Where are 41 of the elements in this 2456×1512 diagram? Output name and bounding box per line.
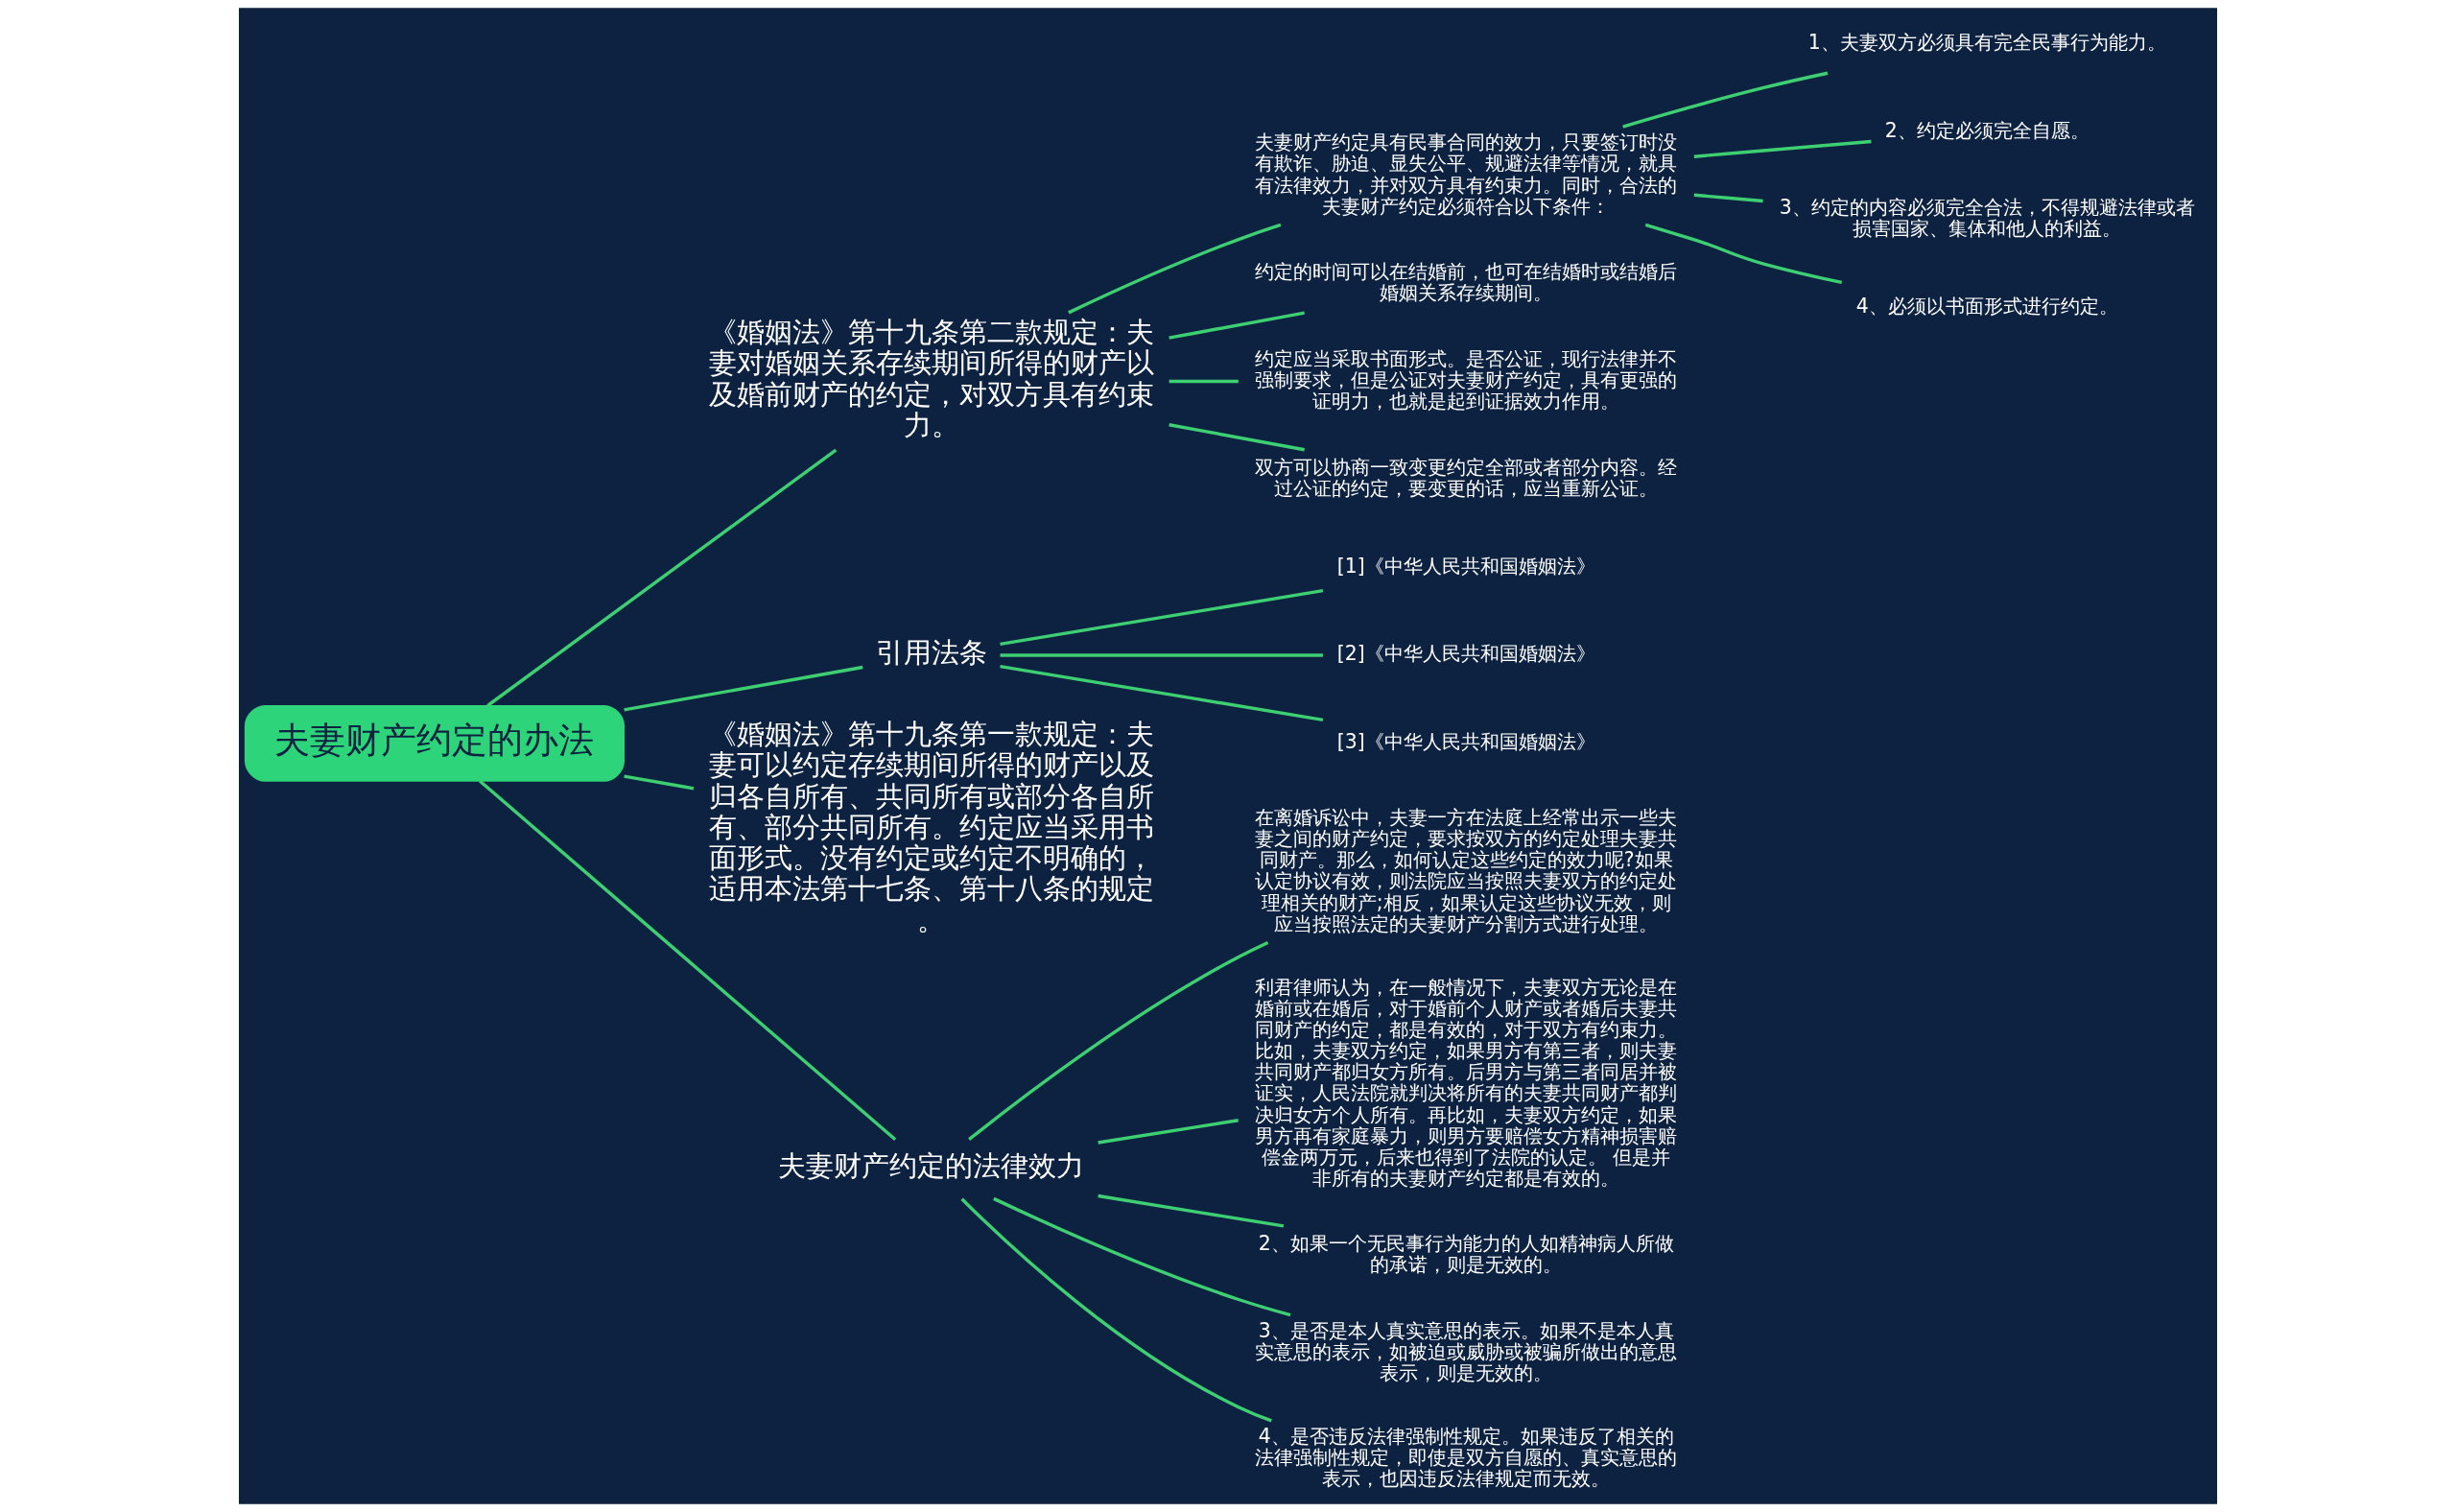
connector xyxy=(1098,1119,1239,1145)
node-text: 引用法条 xyxy=(875,636,987,669)
connector xyxy=(1169,379,1239,384)
node-text: 《婚姻法》第十九条第二款规定：夫妻对婚姻关系存续期间所得的财产以及婚前财产的约定，对双方具有约束力。 xyxy=(708,315,1154,441)
connector xyxy=(1000,589,1324,647)
connector xyxy=(1169,311,1305,340)
connector xyxy=(1000,653,1323,657)
node-box: 夫妻财产约定的办法 xyxy=(244,704,626,782)
node-text: 1、夫妻双方必须具有完全民事行为能力。 xyxy=(1807,30,2166,54)
node-text: 夫妻财产约定的法律效力 xyxy=(778,1149,1085,1183)
node-text: 4、必须以书面形式进行约定。 xyxy=(1855,295,2118,319)
node-text: 利君律师认为，在一般情况下，夫妻双方无论是在婚前或在婚后，对于婚前个人财产或者婚后夫妻共同财产的约定，都是有效的，对于双方有约束力。比如，夫妻双方约定，如果男方有第三者，则夫妻共同财产都归女方所有。后男方与第三者同居并被证实，人民法院就判决将所有的夫妻共同财产都判决归女方个人所有。再比如，夫妻双方约定，如果男方再有家庭暴力，则男方要赔偿女方精神损害赔偿金两万元，后来也得到了法院的认定。 但是并非所有的夫妻财产约定都是有效的。 xyxy=(1255,975,1678,1190)
node-text: 3、约定的内容必须完全合法，不得规避法律或者损害国家、集体和他人的利益。 xyxy=(1779,196,2195,241)
connector xyxy=(1169,423,1305,452)
connector xyxy=(1000,665,1324,722)
node-text: 在离婚诉讼中，夫妻一方在法庭上经常出示一些夫妻之间的财产约定，要求按双方的约定处理夫妻共同财产。那么，如何认定这些约定的效力呢?如果认定协议有效，则法院应当按照夫妻双方的约定处理相关的财产;相反，如果认定这些协议无效，则应当按照法定的夫妻财产分割方式进行处理。 xyxy=(1255,806,1678,935)
connector xyxy=(968,940,1269,1141)
node-text: 2、约定必须完全自愿。 xyxy=(1884,118,2090,142)
connector xyxy=(1693,193,1763,203)
connector xyxy=(1693,139,1872,158)
node-text: 双方可以协商一致变更约定全部或者部分内容。经过公证的约定，要变更的话，应当重新公证。 xyxy=(1255,455,1678,500)
node-text: 约定的时间可以在结婚前，也可在结婚时或结婚后婚姻关系存续期间。 xyxy=(1255,259,1678,304)
connector xyxy=(486,448,838,707)
node-text: 《婚姻法》第十九条第一款规定：夫妻可以约定存续期间所得的财产以及归各自所有、共同所有或部分各自所有、部分共同所有。约定应当采用书面形式。没有约定或约定不明确的，适用本法第十七条、第十八条的规定。 xyxy=(708,718,1154,936)
connector xyxy=(993,1196,1291,1317)
connector xyxy=(624,665,863,712)
node-text: 夫妻财产约定具有民事合同的效力，只要签订时没有欺诈、胁迫、显失公平、规避法律等情况，就具有法律效力，并对双方具有约束力。同时，合法的夫妻财产约定必须符合以下条件： xyxy=(1255,130,1678,218)
node-text: 2、如果一个无民事行为能力的人如精神病人所做的承诺，则是无效的。 xyxy=(1258,1231,1674,1276)
node-text: [1]《中华人民共和国婚姻法》 xyxy=(1336,554,1595,578)
connector xyxy=(1098,1193,1285,1228)
connector xyxy=(960,1197,1272,1423)
node-text: 约定应当采取书面形式。是否公证，现行法律并不强制要求，但是公证对夫妻财产约定，具有更强的证明力，也就是起到证据效力作用。 xyxy=(1255,346,1678,413)
connector xyxy=(1644,223,1842,285)
node-text: 4、是否违反法律强制性规定。如果违反了相关的法律强制性规定，即使是双方自愿的、真实意思的表示，也因违反法律规定而无效。 xyxy=(1255,1425,1678,1491)
connector xyxy=(1068,223,1282,315)
node-text: 3、是否是本人真实意思的表示。如果不是本人真实意思的表示，如被迫或威胁或被骗所做出的意思表示，则是无效的。 xyxy=(1255,1318,1678,1384)
node-text: [3]《中华人民共和国婚姻法》 xyxy=(1336,730,1595,754)
connector xyxy=(1622,71,1829,129)
connector xyxy=(624,774,695,791)
node-text: [2]《中华人民共和国婚姻法》 xyxy=(1336,642,1595,666)
connector xyxy=(479,779,897,1141)
